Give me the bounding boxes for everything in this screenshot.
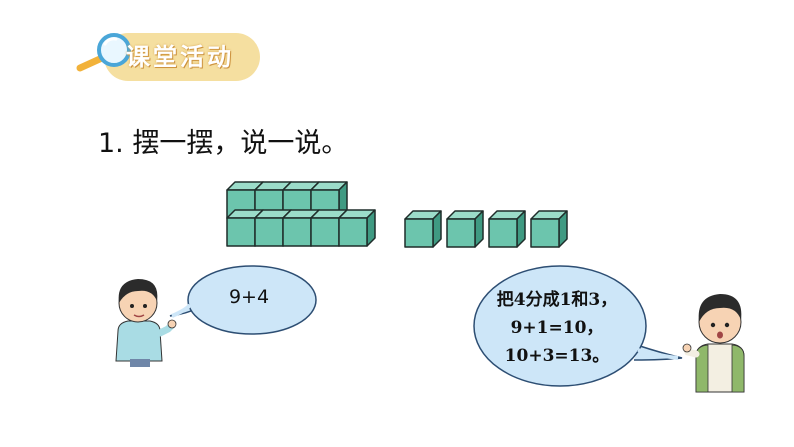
activity-banner	[104, 33, 260, 81]
speech-bubble-right	[473, 265, 683, 387]
boy-character-left	[115, 279, 177, 367]
left-speech-text: 9+4	[228, 286, 270, 308]
boy-character-right	[682, 294, 745, 393]
unit-cube	[404, 210, 442, 248]
unit-cube	[254, 209, 292, 247]
unit-cube	[488, 210, 526, 248]
right-speech-text: 把4分成1和3， 9+1=10， 10+3=13。	[482, 286, 632, 370]
right-speech-line: 9+1=10，	[510, 318, 604, 338]
unit-cube	[338, 209, 376, 247]
unit-cube	[446, 210, 484, 248]
unit-cube	[310, 209, 348, 247]
unit-cube	[530, 210, 568, 248]
task-heading: 1. 摆一摆，说一说。	[98, 128, 349, 159]
right-speech-line: 把4分成1和3，	[496, 290, 618, 310]
banner-title: 课堂活动	[126, 43, 234, 71]
magnifier-icon	[76, 33, 131, 72]
right-speech-line: 10+3=13。	[504, 346, 610, 366]
speech-bubble-left	[169, 265, 317, 335]
